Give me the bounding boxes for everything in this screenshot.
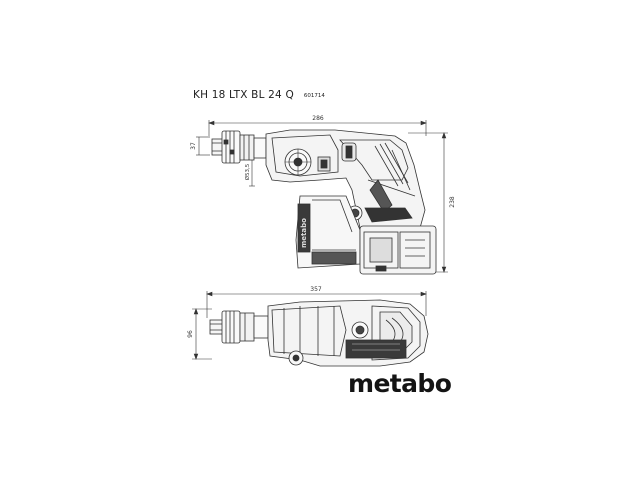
hammer-body-top xyxy=(267,299,429,367)
spindle-label: Ø53,5 xyxy=(244,163,251,180)
top-length-label: 357 xyxy=(310,286,322,293)
side-length-label: 286 xyxy=(312,115,324,122)
width-dimension: 96 xyxy=(187,308,212,360)
battery-housing-side: metabo xyxy=(295,195,361,269)
shank-label: 37 xyxy=(190,142,197,150)
top-width-label: 96 xyxy=(187,330,194,338)
sds-chuck-side xyxy=(211,130,267,164)
length-dimension-top: 357 xyxy=(206,286,427,318)
height-label: 238 xyxy=(449,196,456,208)
shank-dimension: 37 xyxy=(190,136,210,156)
hammer-body-side xyxy=(265,129,426,229)
side-view: 286 238 37 Ø53,5 xyxy=(190,115,456,275)
article-number: 601714 xyxy=(303,93,325,99)
housing-logo: metabo xyxy=(300,218,308,248)
product-title: KH 18 LTX BL 24 Q 601714 xyxy=(193,89,325,101)
metabo-logo: metabo xyxy=(348,369,452,398)
battery-pack-side xyxy=(359,225,437,275)
length-dimension-side: 286 xyxy=(208,115,427,136)
sds-chuck-top xyxy=(209,310,269,344)
model-name: KH 18 LTX BL 24 Q xyxy=(193,89,294,101)
top-view: 357 96 xyxy=(187,286,429,367)
